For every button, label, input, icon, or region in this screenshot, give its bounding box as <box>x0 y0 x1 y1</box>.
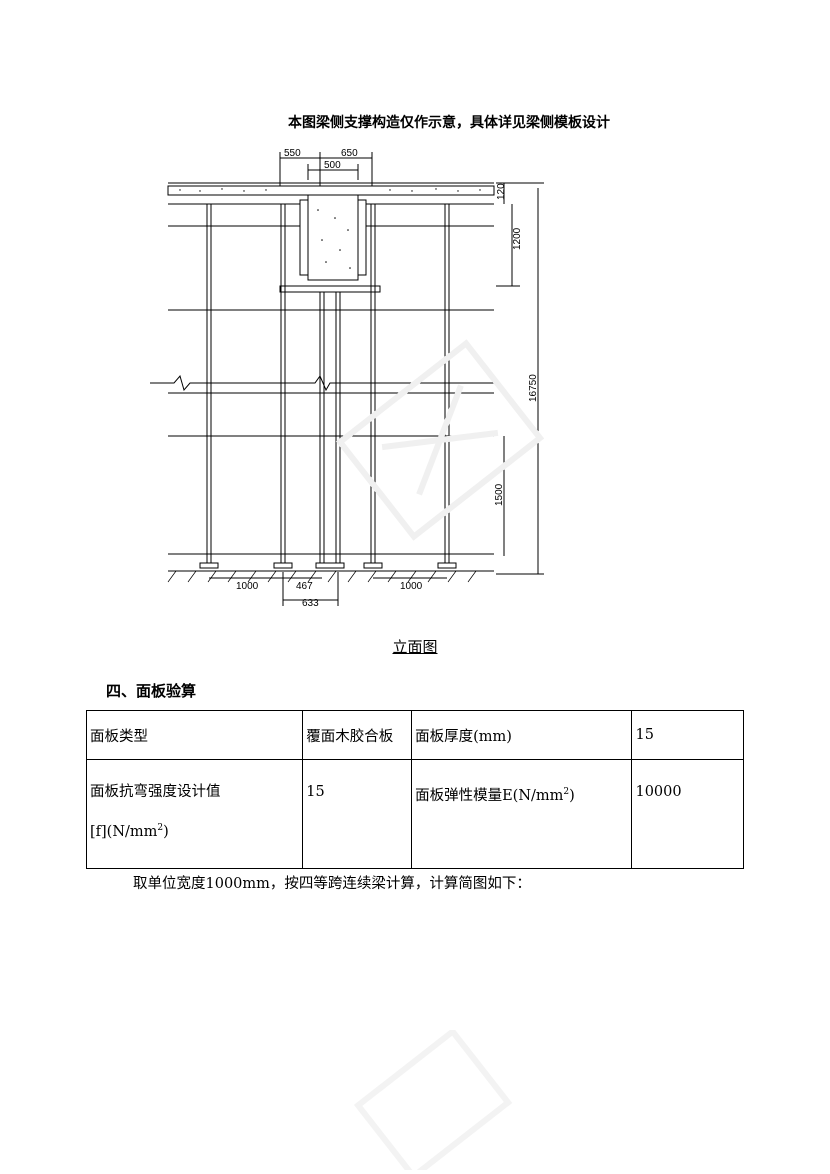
table-cell: 面板厚度(mm) <box>411 710 633 760</box>
dim-top-right: 650 <box>341 148 358 159</box>
table-row: 面板抗弯强度设计值 [f](N/mm2) 15 面板弹性模量E(N/mm2) 1… <box>85 759 744 869</box>
table-cell: 15 <box>631 710 744 760</box>
dim-bottom-lower: 633 <box>302 598 319 609</box>
dim-right-beam: 1200 <box>512 227 523 250</box>
table-cell: 10000 <box>631 759 744 869</box>
dim-top-mid: 500 <box>324 160 341 171</box>
drawing-note: 本图梁侧支撑构造仅作示意，具体详见梁侧模板设计 <box>288 114 610 130</box>
floor-slab <box>167 185 495 196</box>
slab-hatch <box>179 188 481 192</box>
table-cell: 15 <box>302 759 413 869</box>
dim-right-step: 1500 <box>494 483 505 506</box>
body-paragraph: 取单位宽度1000mm，按四等跨连续梁计算，计算简图如下： <box>133 876 531 892</box>
table-cell: 面板弹性模量E(N/mm2) <box>411 759 633 869</box>
top-dimensions <box>279 152 373 186</box>
dim-right-slab: 120 <box>496 183 507 200</box>
dim-right-total: 16750 <box>528 374 539 402</box>
dim-bottom-right: 1000 <box>400 581 423 592</box>
concrete-beam <box>307 194 359 281</box>
section-title: 四、面板验算 <box>106 682 197 700</box>
watermark-stamp <box>353 1030 513 1170</box>
panel-spec-table: 面板类型 覆面木胶合板 面板厚度(mm) 15 面板抗弯强度设计值 [f](N/… <box>85 710 744 869</box>
break-line <box>150 374 500 392</box>
table-row: 面板类型 覆面木胶合板 面板厚度(mm) 15 <box>85 710 744 760</box>
dim-top-left: 550 <box>284 148 301 159</box>
table-cell: 覆面木胶合板 <box>302 710 413 760</box>
table-cell: 面板类型 <box>85 710 304 760</box>
elevation-drawing: 本图梁侧支撑构造仅作示意，具体详见梁侧模板设计 550 650 500 <box>140 100 700 620</box>
dim-bottom-mid: 467 <box>296 581 313 592</box>
table-cell: 面板抗弯强度设计值 [f](N/mm2) <box>85 759 304 869</box>
figure-caption: 立面图 <box>392 638 438 656</box>
dim-bottom-left: 1000 <box>236 581 259 592</box>
